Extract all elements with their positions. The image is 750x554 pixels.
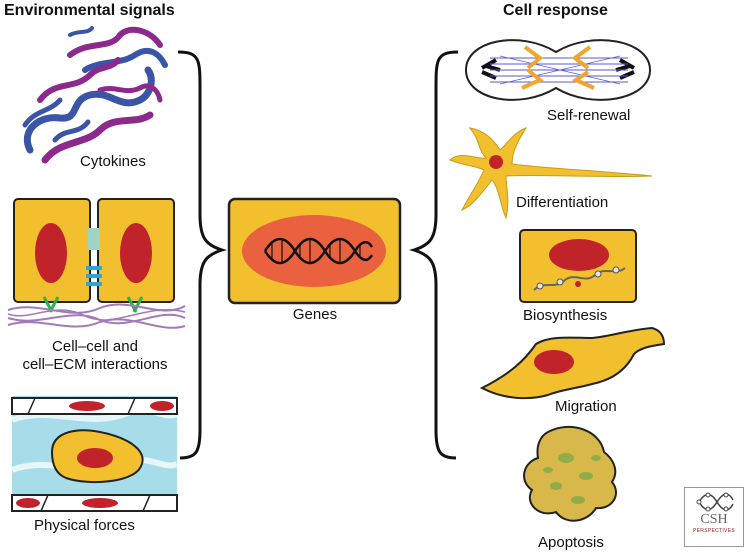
self-renewal-icon	[464, 39, 652, 101]
label-differentiation: Differentiation	[516, 194, 609, 211]
csh-logo-text: CSH	[700, 512, 728, 527]
label-interactions-line2: cell–ECM interactions	[22, 356, 168, 373]
header-cell-response: Cell response	[503, 2, 608, 19]
label-biosynthesis: Biosynthesis	[523, 307, 608, 324]
differentiation-icon	[449, 127, 653, 220]
label-cytokines: Cytokines	[80, 153, 146, 170]
label-apoptosis: Apoptosis	[538, 534, 604, 551]
label-physical-forces: Physical forces	[34, 517, 135, 534]
genes-cell-icon	[227, 197, 402, 305]
csh-logo-subtext: PERSPECTIVES	[693, 528, 735, 534]
label-interactions-line1: Cell–cell and	[52, 338, 138, 355]
label-migration: Migration	[555, 398, 617, 415]
physical-forces-icon	[10, 396, 179, 512]
migration-icon	[479, 326, 666, 400]
right-brace	[408, 50, 459, 460]
csh-perspectives-logo: CSH PERSPECTIVES	[684, 487, 744, 547]
label-genes: Genes	[292, 306, 338, 323]
header-environmental-signals: Environmental signals	[4, 2, 175, 19]
cell-cell-interaction-icon	[7, 198, 186, 329]
dna-helix-logo-icon	[696, 492, 734, 512]
left-brace	[177, 50, 228, 460]
label-self-renewal: Self-renewal	[547, 107, 631, 124]
biosynthesis-icon	[519, 229, 637, 303]
apoptosis-icon	[523, 425, 617, 522]
cytokine-protein-icon	[22, 26, 168, 164]
